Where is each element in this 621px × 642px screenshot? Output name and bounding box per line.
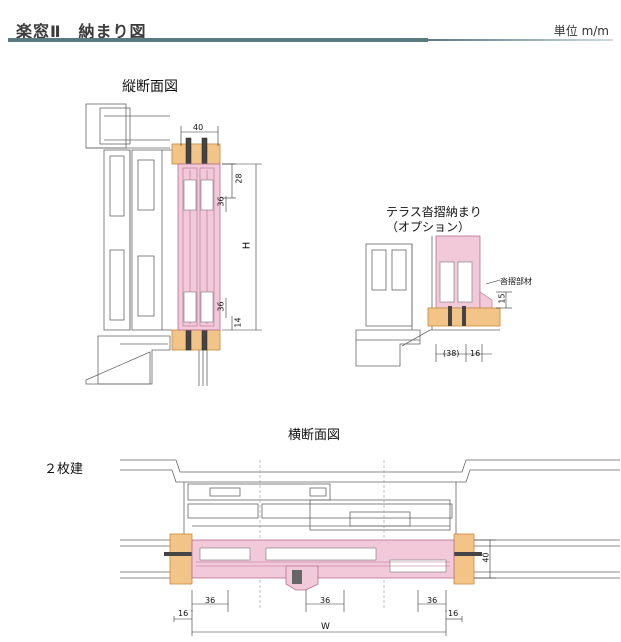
dim-top-width: 40 — [193, 123, 204, 132]
header-rule — [8, 38, 428, 42]
dim-16-right: 16 — [448, 609, 459, 618]
sill-member-label: 沓摺部材 — [500, 277, 532, 286]
dim-40-horizontal: 40 — [481, 552, 491, 563]
dim-36-mid: 36 — [320, 596, 331, 605]
two-panel-label: ２枚建 — [44, 462, 84, 477]
page-header: 楽窓Ⅱ 納まり図 単位 m/m — [8, 8, 613, 42]
horizontal-section-title: 横断面図 — [288, 428, 341, 443]
unit-label: 単位 m/m — [553, 24, 609, 38]
terrace-section-subtitle: （オプション） — [386, 220, 471, 234]
terrace-section-title: テラス沓摺納まり — [386, 205, 482, 219]
dim-38: (38) — [443, 349, 460, 358]
vertical-section-title: 縦断面図 — [122, 79, 178, 95]
right-wood-block — [453, 533, 475, 585]
dim-36-left: 36 — [205, 596, 216, 605]
dim-16-left: 16 — [178, 609, 189, 618]
header-rule-fade — [428, 39, 613, 41]
page-title: 楽窓Ⅱ 納まり図 — [16, 22, 147, 41]
dim-W: W — [321, 622, 330, 632]
dim-36-right: 36 — [427, 596, 438, 605]
left-wood-block — [169, 533, 193, 585]
dim-16-terrace: 16 — [470, 349, 481, 358]
